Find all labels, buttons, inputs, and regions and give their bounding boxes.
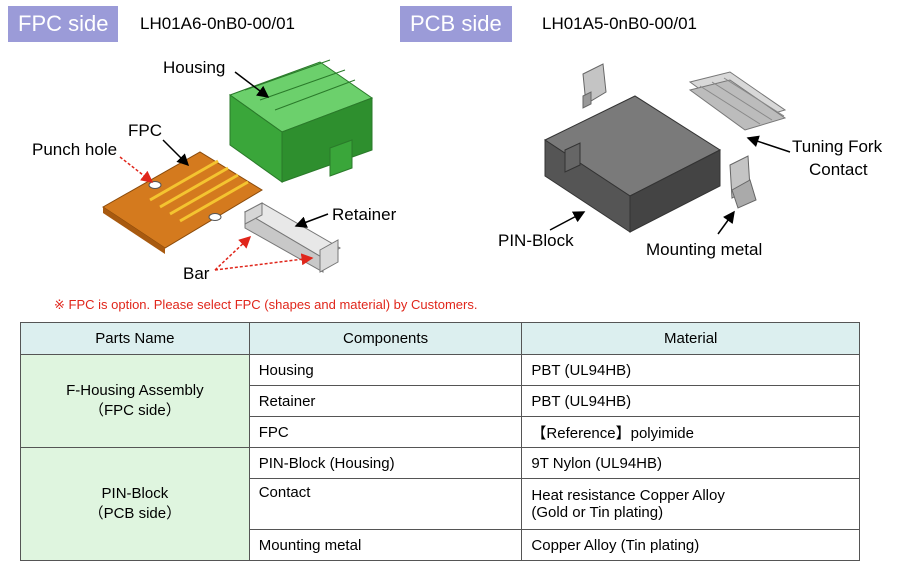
material-line1: Heat resistance Copper Alloy [531, 487, 725, 504]
material-line2: (Gold or Tin plating) [531, 504, 664, 521]
bar-label: Bar [183, 264, 210, 283]
table-row: Contact Heat resistance Copper Alloy (Go… [21, 478, 860, 530]
connector-illustration [102, 59, 791, 273]
retainer-label: Retainer [332, 205, 397, 224]
mounting-metal-top [582, 63, 607, 109]
parts-table: Parts Name Components Material F-Housing… [20, 322, 860, 561]
header-material: Material [521, 322, 860, 355]
component-cell: Retainer [248, 385, 523, 417]
fpc-side-badge: FPC side [8, 6, 119, 42]
pcb-side-badge: PCB side [400, 6, 512, 42]
pin-block-part [543, 95, 722, 233]
header-components: Components [248, 322, 523, 355]
table-row: Mounting metal Copper Alloy (Tin plating… [21, 529, 860, 561]
tuning-fork-contacts [688, 71, 787, 131]
contact-label: Contact [809, 160, 868, 179]
mounting-metal-label: Mounting metal [646, 240, 763, 259]
housing-part [228, 59, 374, 183]
material-cell: PBT (UL94HB) [521, 354, 860, 386]
table-row: PIN-Block （PCB side） PIN-Block (Housing)… [20, 447, 860, 561]
material-cell: 9T Nylon (UL94HB) [521, 447, 860, 479]
component-cell: Contact [248, 478, 523, 530]
table-row: Retainer PBT (UL94HB) [21, 385, 860, 417]
mounting-metal-bottom [729, 155, 757, 209]
component-cell: Housing [248, 354, 523, 386]
component-cell: FPC [248, 416, 523, 448]
group-name: F-Housing Assembly （FPC side） [20, 354, 250, 448]
fpc-part [102, 151, 263, 254]
fpc-label: FPC [128, 121, 162, 140]
material-cell: PBT (UL94HB) [521, 385, 860, 417]
component-cell: PIN-Block (Housing) [248, 447, 523, 479]
table-header-row: Parts Name Components Material [20, 322, 860, 355]
component-cell: Mounting metal [248, 529, 523, 561]
housing-label: Housing [163, 58, 226, 77]
table-row: F-Housing Assembly （FPC side） Housing PB… [20, 354, 860, 448]
group-name-line1: PIN-Block [101, 485, 169, 502]
fpc-part-number: LH01A6-0nB0-00/01 [140, 14, 296, 33]
group-name-line1: F-Housing Assembly [66, 382, 204, 399]
pin-block-label: PIN-Block [498, 231, 574, 250]
group-name-line2: （PCB side） [88, 505, 182, 522]
retainer-part [243, 202, 341, 273]
material-cell: Heat resistance Copper Alloy (Gold or Ti… [521, 478, 860, 530]
fpc-option-note: ※ FPC is option. Please select FPC (shap… [54, 297, 478, 312]
header-parts-name: Parts Name [20, 322, 250, 355]
material-cell: Copper Alloy (Tin plating) [521, 529, 860, 561]
tuning-fork-label: Tuning Fork [792, 137, 883, 156]
material-cell: 【Reference】polyimide [521, 416, 860, 448]
group-name-line2: （FPC side） [89, 402, 181, 419]
pcb-part-number: LH01A5-0nB0-00/01 [542, 14, 698, 33]
punch-hole-label: Punch hole [32, 140, 118, 159]
group-name: PIN-Block （PCB side） [20, 447, 250, 561]
